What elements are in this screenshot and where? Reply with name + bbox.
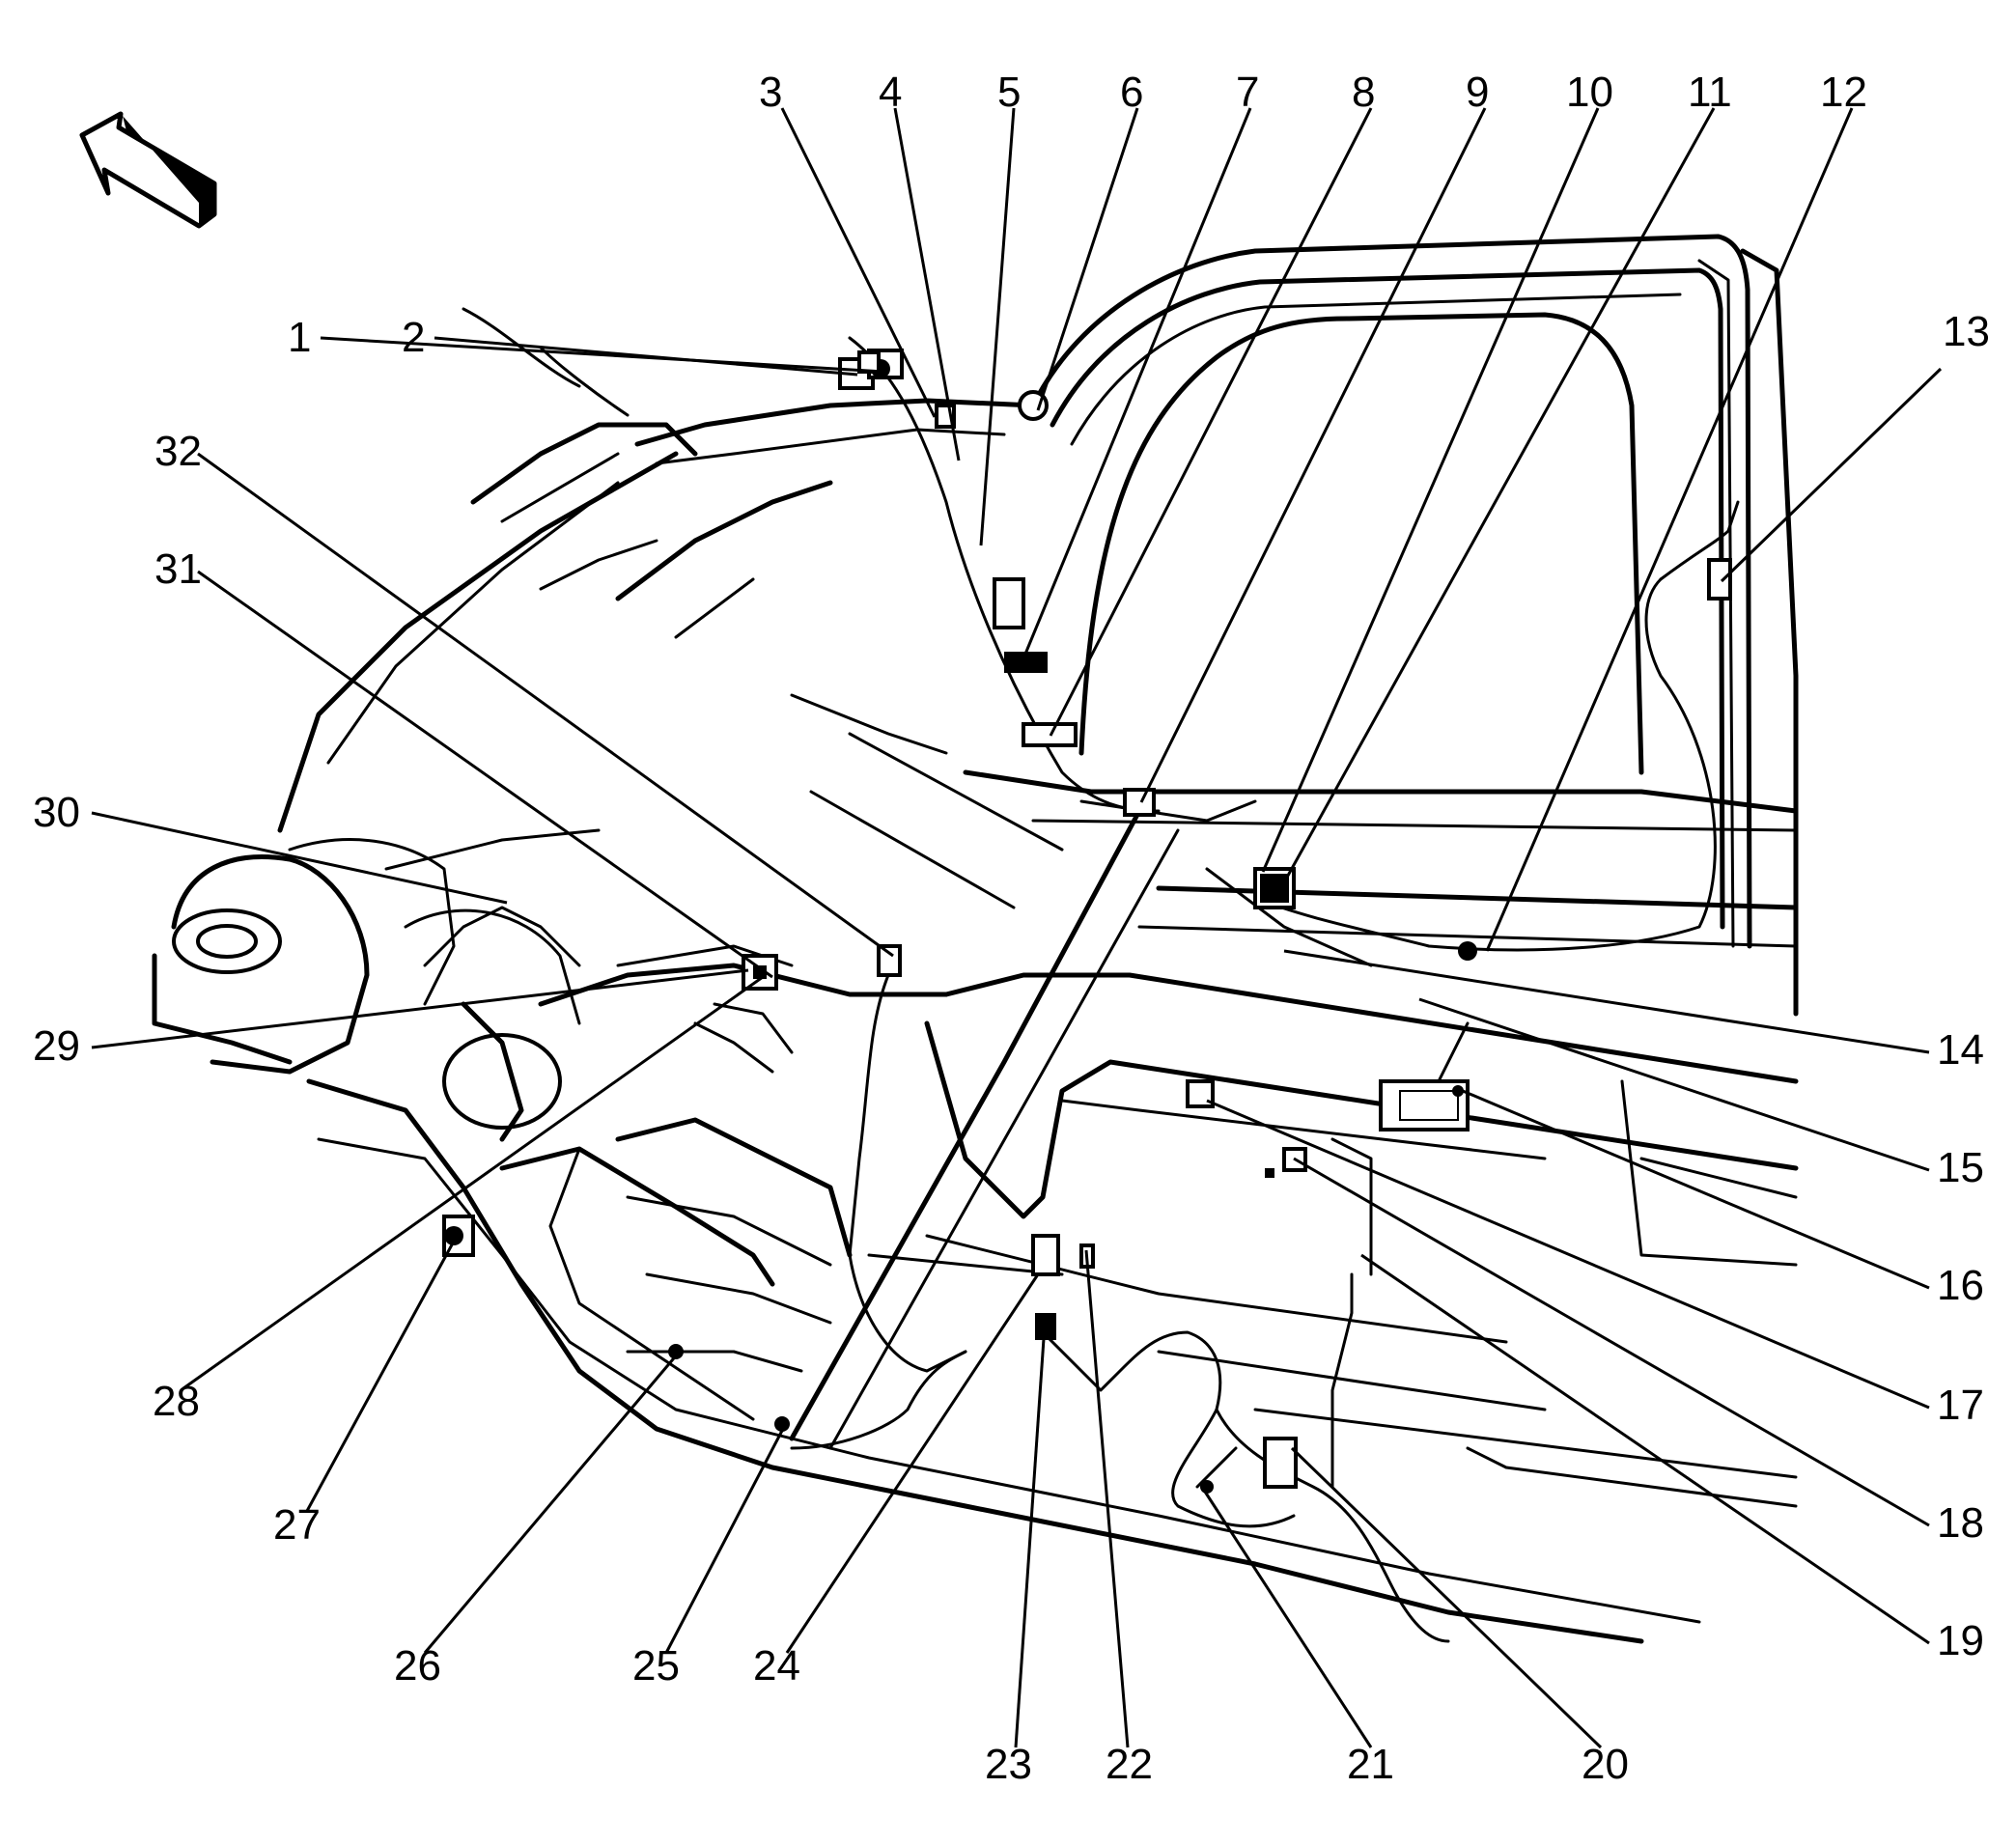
callout-17: 17: [1937, 1382, 1984, 1429]
callout-9: 9: [1466, 69, 1489, 116]
callout-12: 12: [1820, 69, 1867, 116]
callout-29: 29: [33, 1022, 80, 1070]
callout-23: 23: [985, 1741, 1032, 1788]
callout-32: 32: [154, 428, 202, 475]
callout-5: 5: [997, 69, 1021, 116]
callout-8: 8: [1352, 69, 1375, 116]
callout-15: 15: [1937, 1144, 1984, 1191]
callout-14: 14: [1937, 1026, 1984, 1074]
wiring-harness: [423, 307, 1740, 1643]
callout-2: 2: [402, 314, 425, 361]
callout-24: 24: [753, 1642, 800, 1690]
callout-4: 4: [879, 69, 902, 116]
callout-31: 31: [154, 545, 202, 593]
callout-26: 26: [394, 1642, 441, 1690]
callout-labels: 1 2 3 4 5 6 7 8 9 10 11 12 13 14 15 16 1…: [33, 69, 1990, 1788]
callout-21: 21: [1347, 1741, 1394, 1788]
callout-22: 22: [1106, 1741, 1153, 1788]
vehicle-body-outline: [152, 234, 1799, 1644]
callout-30: 30: [33, 789, 80, 836]
callout-leaders: [91, 107, 1943, 1749]
callout-19: 19: [1937, 1617, 1984, 1664]
front-direction-arrow-icon: [79, 111, 217, 229]
callout-7: 7: [1236, 69, 1259, 116]
callout-16: 16: [1937, 1262, 1984, 1309]
callout-25: 25: [632, 1642, 680, 1690]
callout-27: 27: [273, 1501, 321, 1549]
callout-11: 11: [1688, 69, 1732, 116]
callout-28: 28: [153, 1378, 200, 1425]
callout-10: 10: [1566, 69, 1613, 116]
callout-20: 20: [1582, 1741, 1629, 1788]
callout-13: 13: [1943, 308, 1990, 355]
callout-1: 1: [288, 314, 311, 361]
callout-6: 6: [1120, 69, 1143, 116]
callout-3: 3: [759, 69, 782, 116]
callout-18: 18: [1937, 1499, 1984, 1547]
